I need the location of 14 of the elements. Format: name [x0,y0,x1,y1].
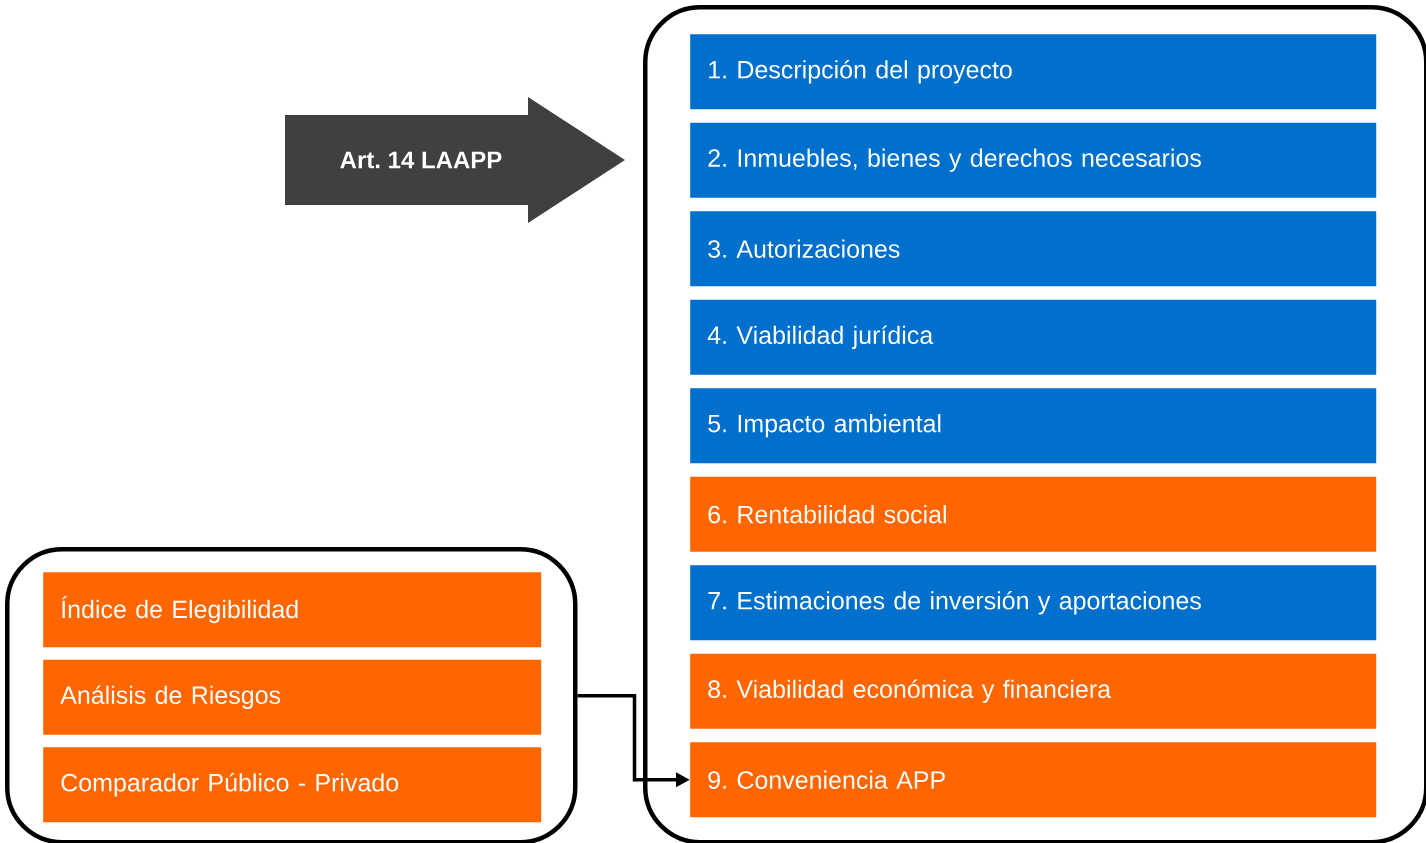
list-box: 2. Inmuebles, bienes y derechos necesarios [690,122,1377,198]
list-box: 8. Viabilidad económica y financiera [690,653,1377,729]
list-box: Comparador Público - Privado [43,747,542,823]
list-box: 1. Descripción del proyecto [690,34,1377,110]
list-box: Índice de Elegibilidad [43,572,542,648]
list-box: 3. Autorizaciones [690,211,1377,287]
list-box: Análisis de Riesgos [43,659,542,735]
list-box: 9. Conveniencia APP [690,742,1377,818]
list-box: 4. Viabilidad jurídica [690,299,1377,375]
group-frame [643,5,1426,843]
list-box: 7. Estimaciones de inversión y aportaciones [690,565,1377,641]
list-box: 6. Rentabilidad social [690,476,1377,552]
list-box: 5. Impacto ambiental [690,388,1377,464]
group-frame [5,547,578,843]
